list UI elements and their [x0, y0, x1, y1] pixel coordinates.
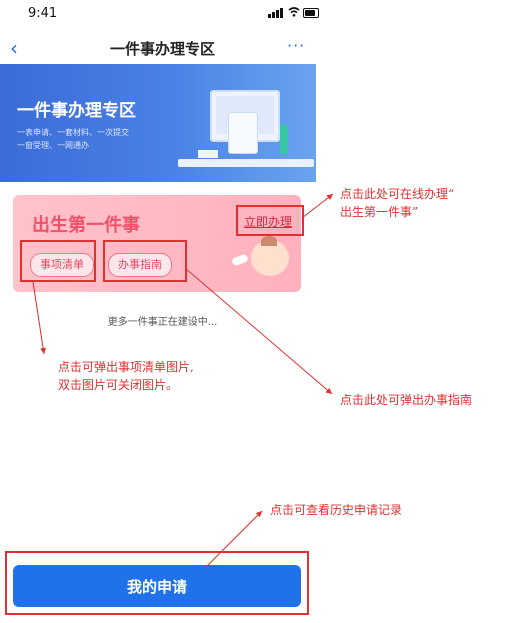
list-highlight-box [20, 240, 96, 282]
banner-subtitle-line1: 一表申请、一套材料、一次提交 [17, 128, 129, 137]
phone-screen: 9:41 ‹ 一件事办理专区 ··· 一件事办理专区 一表申请、一套材料、一次提… [0, 6, 320, 607]
guide-button[interactable]: 办事指南 [108, 253, 172, 277]
guide-highlight-box [103, 240, 187, 282]
banner-subtitle: 一表申请、一套材料、一次提交 一窗受理、一网通办 [17, 126, 129, 152]
battery-icon [303, 8, 319, 18]
list-annotation-line1: 点击可弹出事项清单图片, [58, 360, 194, 374]
apply-annotation-line1: 点击此处可在线办理“ [340, 187, 455, 201]
status-icons [268, 6, 320, 20]
signal-bar-icon [272, 12, 275, 18]
page-title: 一件事办理专区 [109, 40, 215, 58]
my-applications-button[interactable]: 我的申请 [13, 565, 301, 607]
banner: 一件事办理专区 一表申请、一套材料、一次提交 一窗受理、一网通办 [0, 64, 316, 182]
back-icon[interactable]: ‹ [10, 36, 18, 60]
wifi-icon [288, 7, 300, 17]
banner-subtitle-line2: 一窗受理、一网通办 [17, 141, 89, 150]
banner-title: 一件事办理专区 [17, 101, 136, 121]
guide-annotation: 点击此处可弹出办事指南 [340, 393, 473, 407]
desk-illustration [178, 159, 314, 167]
more-icon[interactable]: ··· [287, 36, 306, 55]
signal-bar-icon [268, 14, 271, 18]
apply-highlight-box [236, 205, 304, 236]
item-list-button[interactable]: 事项清单 [30, 253, 94, 277]
baby-hair-illustration [261, 236, 277, 246]
signal-bar-icon [280, 8, 283, 18]
apply-annotation-line2: 出生第一件事” [340, 205, 419, 219]
card-title: 出生第一件事 [32, 215, 140, 236]
apply-now-link[interactable]: 立即办理 [244, 215, 293, 229]
paper-illustration [198, 150, 218, 158]
plant-illustration [280, 124, 288, 154]
signal-bar-icon [276, 10, 279, 18]
more-coming-text: 更多一件事正在建设中... [107, 317, 218, 328]
history-annotation: 点击可查看历史申请记录 [270, 503, 403, 517]
status-time: 9:41 [28, 6, 58, 21]
list-annotation-line2: 双击图片可关闭图片。 [58, 378, 179, 392]
tablet-illustration [228, 112, 258, 154]
my-applications-highlight-box [5, 551, 309, 615]
